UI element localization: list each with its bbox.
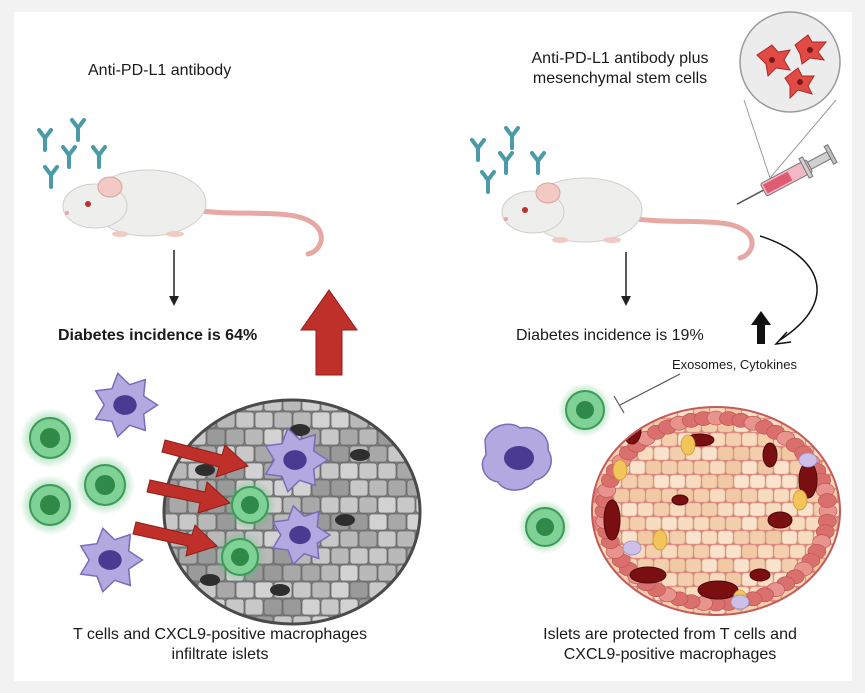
t-cells-left (20, 408, 135, 535)
macrophage-icon (94, 371, 159, 439)
antibody-icon (480, 170, 496, 194)
curved-arrow (759, 235, 818, 346)
antibody-icon (61, 145, 77, 169)
t-cells-right (518, 383, 612, 554)
antibody-icon (70, 118, 86, 142)
down-arrow-left (169, 250, 179, 306)
mouse-right (501, 177, 755, 261)
secreted-factors-label: Exosomes, Cytokines (672, 357, 797, 372)
antibodies-left (37, 118, 107, 189)
antibody-icon (91, 145, 107, 169)
left-caption-line1: T cells and CXCL9-positive macrophages (72, 626, 368, 643)
t-cell-icon (518, 500, 572, 554)
left-caption-line2: infiltrate islets (171, 646, 269, 663)
right-incidence: Diabetes incidence is 19% (516, 327, 704, 344)
t-cell-icon (20, 475, 80, 535)
macrophage-icon (264, 426, 329, 494)
infiltration-arrow-icon (132, 521, 218, 557)
right-caption-line2: CXCL9-positive macrophages (563, 646, 777, 663)
antibody-icon (37, 128, 53, 152)
stem-cell-zoom (739, 11, 841, 180)
mouse-left (62, 169, 324, 257)
antibody-icon (498, 151, 514, 175)
antibody-icon (530, 151, 546, 175)
t-cell-icon (75, 455, 135, 515)
infiltration-arrow-icon (161, 439, 249, 478)
syringe-icon (736, 143, 838, 205)
increase-arrow-icon (300, 289, 358, 376)
macrophage-right (481, 423, 552, 491)
t-cell-icon (558, 383, 612, 437)
t-cell-icon (20, 408, 80, 468)
infiltration-arrows (132, 439, 249, 557)
macrophage-icon (271, 504, 332, 566)
left-title: Anti-PD-L1 antibody (88, 62, 232, 79)
down-arrow-right (621, 252, 631, 306)
macrophage-icon (79, 526, 144, 594)
antibody-icon (504, 126, 520, 150)
right-title-line2: mesenchymal stem cells (532, 70, 708, 87)
left-incidence: Diabetes incidence is 64% (58, 327, 258, 344)
inhibition-line (613, 373, 681, 414)
macrophages-left (79, 371, 332, 594)
infiltration-arrow-icon (146, 479, 231, 514)
right-title-line1: Anti-PD-L1 antibody plus (531, 50, 709, 67)
antibody-icon (43, 165, 59, 189)
islet-healthy (591, 406, 841, 616)
antibody-icon (470, 138, 486, 162)
right-caption-line1: Islets are protected from T cells and (543, 626, 797, 643)
small-increase-arrow-icon (751, 311, 771, 344)
antibodies-right (470, 126, 546, 194)
